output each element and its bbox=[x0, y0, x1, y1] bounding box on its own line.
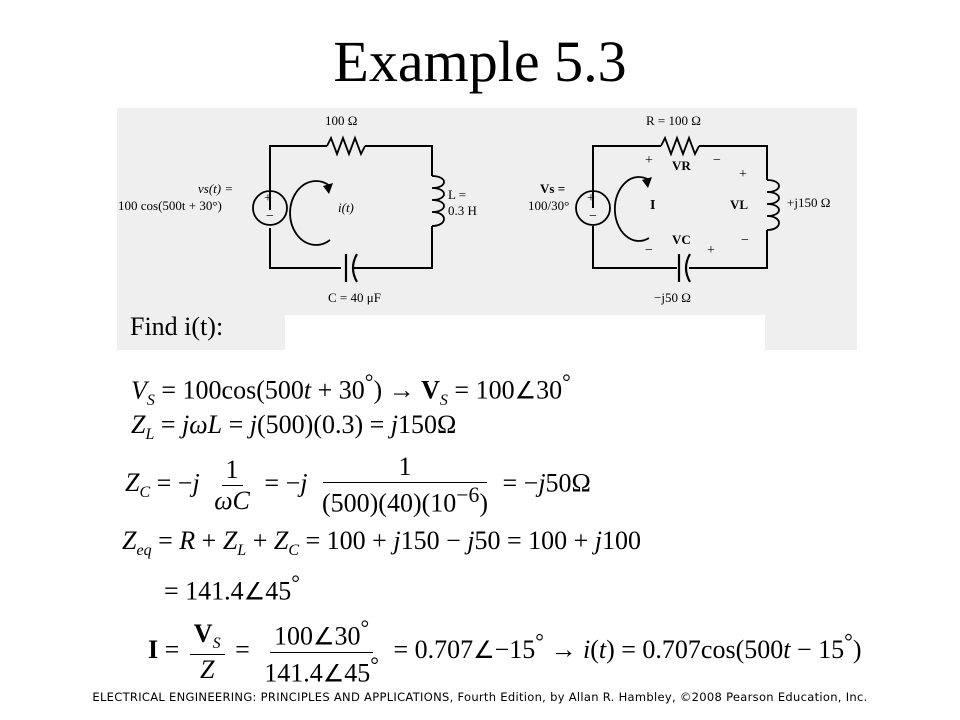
svg-text:−: − bbox=[645, 243, 653, 258]
svg-text:−: − bbox=[266, 209, 274, 224]
svg-text:+: + bbox=[645, 153, 653, 168]
equation-5: = 141.4∠45° bbox=[164, 571, 300, 606]
right-capacitor-label: −j50 Ω bbox=[654, 290, 691, 305]
vr-label: VR bbox=[672, 158, 691, 173]
right-capacitor bbox=[677, 253, 691, 283]
right-inductor bbox=[766, 179, 780, 231]
svg-text:−: − bbox=[589, 209, 597, 224]
left-capacitor-label: C = 40 μF bbox=[328, 290, 381, 305]
left-inductor bbox=[431, 175, 445, 227]
left-inductor-label-1: L = bbox=[448, 187, 467, 202]
svg-text:+: + bbox=[707, 243, 715, 258]
right-source-label-1: Vs = bbox=[540, 181, 566, 196]
left-source-label-2: 100 cos(500t + 30°) bbox=[118, 198, 222, 213]
find-label: Find i(t): bbox=[130, 312, 224, 341]
figure-panel bbox=[117, 108, 857, 350]
footer-citation: ELECTRICAL ENGINEERING: PRINCIPLES AND A… bbox=[92, 690, 868, 704]
left-capacitor bbox=[344, 253, 358, 283]
left-inductor-label-2: 0.3 H bbox=[448, 203, 477, 218]
svg-text:−: − bbox=[713, 153, 721, 168]
equation-2: ZL = jωL = j(500)(0.3) = j150Ω bbox=[131, 410, 457, 444]
left-resistor-label: 100 Ω bbox=[325, 113, 358, 128]
right-inductor-label: +j150 Ω bbox=[787, 195, 831, 210]
slide-title: Example 5.3 bbox=[333, 29, 627, 94]
equation-1: VS = 100cos(500t + 30°) → VS = 100∠30° bbox=[131, 370, 571, 409]
vl-label: VL bbox=[730, 197, 749, 212]
svg-text:+: + bbox=[739, 167, 747, 182]
right-source-label-2: 100/30° bbox=[528, 198, 570, 213]
circuit-diagrams: + − + − + − + − − + bbox=[252, 135, 780, 283]
right-current-arrow bbox=[613, 176, 650, 242]
right-resistor bbox=[660, 135, 700, 157]
left-source-label-1: vs(t) = bbox=[198, 181, 234, 196]
left-circuit bbox=[252, 135, 445, 283]
left-resistor bbox=[326, 135, 366, 157]
svg-text:+: + bbox=[264, 191, 272, 206]
svg-text:+: + bbox=[587, 191, 595, 206]
equation-4: Zeq = R + ZL + ZC = 100 + j150 − j50 = 1… bbox=[122, 526, 642, 560]
right-voltage-source bbox=[575, 190, 611, 226]
left-current-arrow bbox=[289, 180, 331, 246]
vc-label: VC bbox=[672, 232, 691, 247]
right-current-label: I bbox=[650, 198, 656, 213]
svg-text:−: − bbox=[741, 233, 749, 248]
left-current-label: i(t) bbox=[338, 200, 354, 215]
right-circuit bbox=[575, 135, 780, 283]
left-voltage-source bbox=[252, 190, 288, 226]
figure-panel-gap bbox=[285, 315, 765, 350]
right-resistor-label: R = 100 Ω bbox=[646, 113, 701, 128]
